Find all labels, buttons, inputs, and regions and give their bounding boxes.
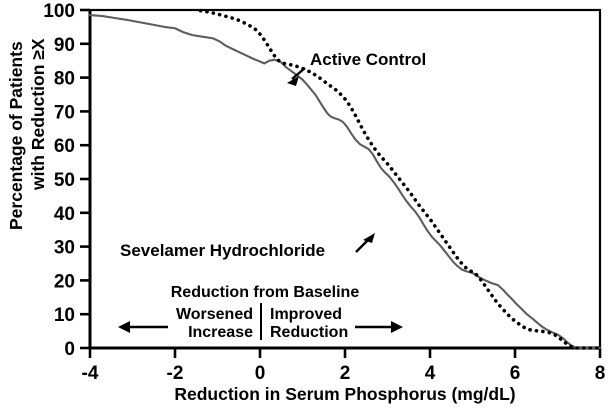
x-tick-label: 6 xyxy=(510,363,521,384)
annotation-baseline-heading: Reduction from Baseline xyxy=(171,284,360,301)
annotation-worsened-label: Worsened xyxy=(176,306,253,323)
left-arrow-icon xyxy=(118,321,168,333)
x-tick-label: -2 xyxy=(167,363,184,384)
x-axis-ticks xyxy=(88,348,602,358)
annotation-sevelamer-arrow-icon xyxy=(355,233,375,253)
right-arrow-icon xyxy=(355,321,403,333)
y-tick-label: 70 xyxy=(54,102,75,123)
x-tick-label: 4 xyxy=(425,363,436,384)
y-tick-label: 10 xyxy=(54,305,75,326)
y-axis-ticks xyxy=(80,8,90,350)
x-tick-label: 0 xyxy=(255,363,266,384)
x-tick-label: 8 xyxy=(595,363,606,384)
x-tick-label: 2 xyxy=(340,363,351,384)
y-tick-label: 0 xyxy=(64,339,75,360)
y-axis-title-line1: Percentage of Patients xyxy=(6,41,26,230)
annotation-active-control-label: Active Control xyxy=(310,50,426,69)
y-tick-label: 90 xyxy=(54,35,75,56)
y-tick-label: 100 xyxy=(43,1,75,22)
y-tick-label: 20 xyxy=(54,271,75,292)
x-axis-title: Reduction in Serum Phosphorus (mg/dL) xyxy=(174,384,515,404)
y-axis-tick-labels: 0 10 20 30 40 50 60 70 80 90 100 xyxy=(43,1,75,360)
y-tick-label: 40 xyxy=(54,204,75,225)
y-tick-label: 80 xyxy=(54,69,75,90)
annotation-sevelamer-label: Sevelamer Hydrochloride xyxy=(120,241,325,260)
annotation-active-control-arrow-icon xyxy=(287,67,306,86)
y-tick-label: 50 xyxy=(54,170,75,191)
x-tick-label: -4 xyxy=(82,363,99,384)
y-axis-title-line2: with Reduction ≥X xyxy=(28,38,48,191)
series-line-sevelamer-hydrochloride xyxy=(88,14,602,350)
annotation-improved-label: Improved xyxy=(270,306,342,323)
y-tick-label: 30 xyxy=(54,238,75,259)
series-line-active-control xyxy=(198,8,602,350)
x-axis-tick-labels: -4 -2 0 2 4 6 8 xyxy=(82,363,606,384)
annotation-reduction-label: Reduction xyxy=(270,324,348,341)
annotation-increase-label: Increase xyxy=(188,324,253,341)
y-tick-label: 60 xyxy=(54,136,75,157)
